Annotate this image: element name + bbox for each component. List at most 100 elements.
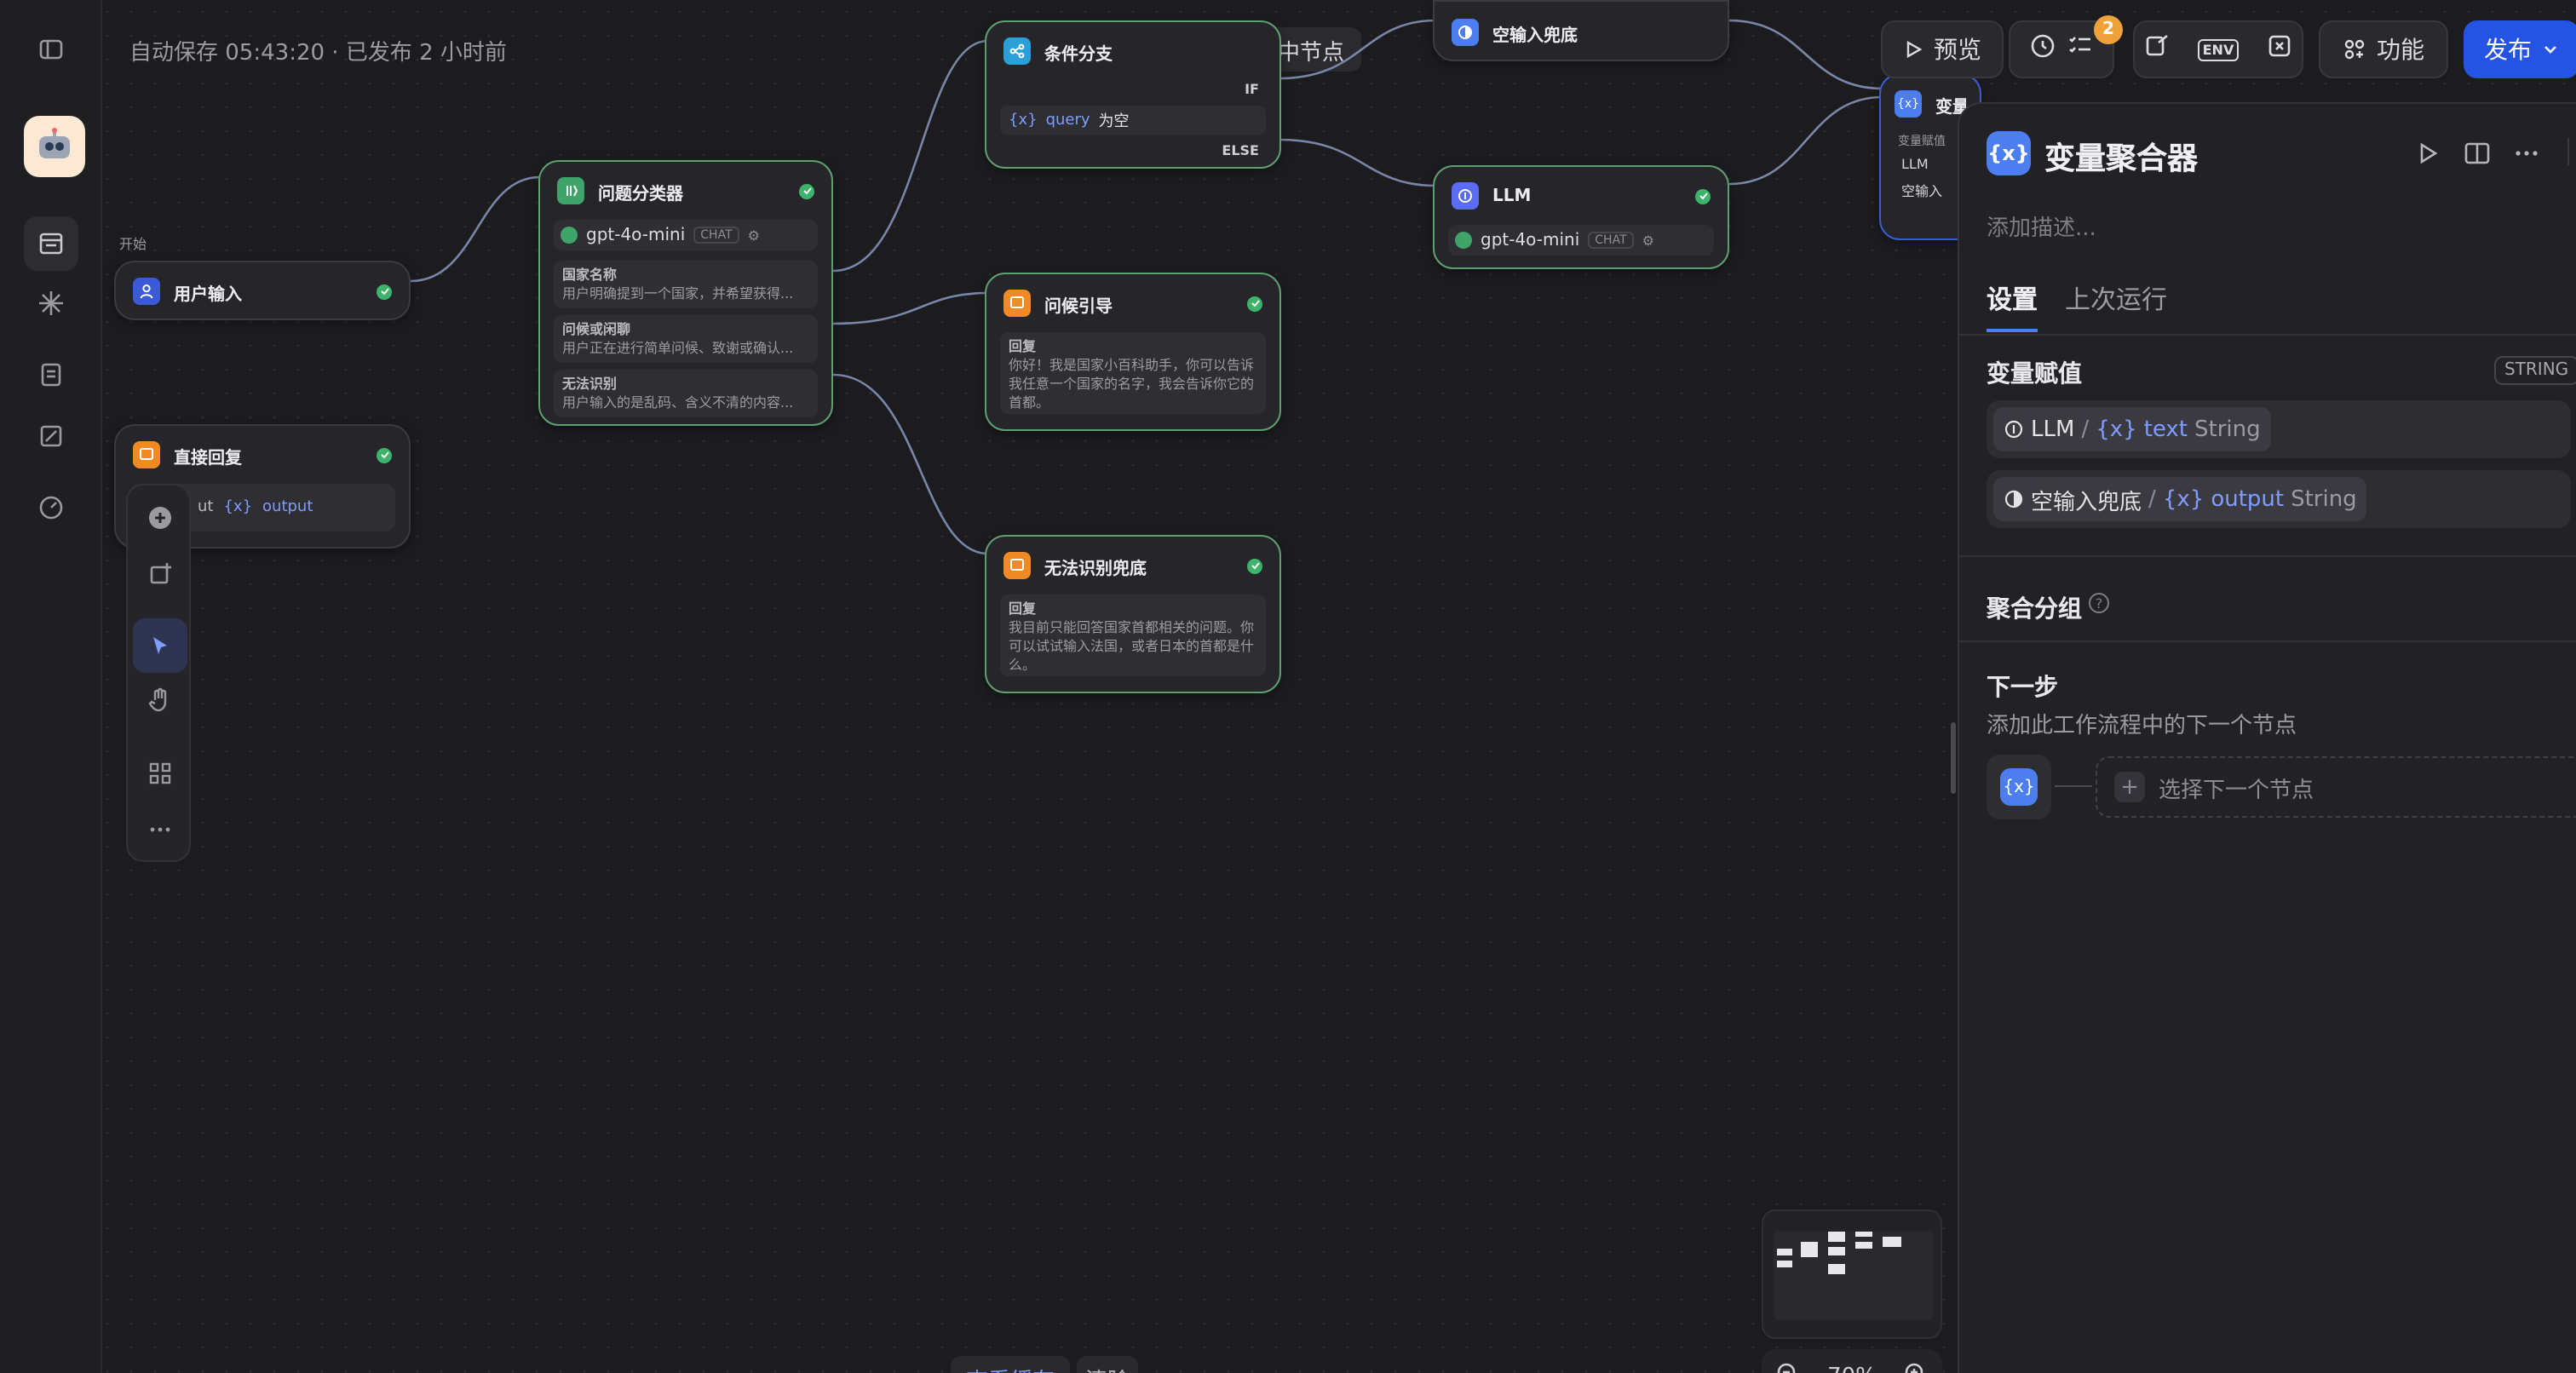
- node-title: 空输入兜底: [1492, 26, 1578, 45]
- edge-llm-aggregator: [1728, 95, 1883, 186]
- minimap[interactable]: [1762, 1209, 1942, 1339]
- model-selector[interactable]: gpt-4o-mini CHAT ⚙: [1448, 225, 1714, 256]
- view-cache-button[interactable]: 查看缓存: [951, 1356, 1071, 1373]
- node-title: 条件分支: [1044, 45, 1113, 64]
- node-title: 问题分类器: [598, 185, 683, 204]
- reply-label: 回复: [1009, 601, 1036, 617]
- variable-chip[interactable]: 空输入兜底 / {x} output String: [1993, 477, 2367, 521]
- checklist-icon[interactable]: [2067, 32, 2094, 66]
- panel-resize-handle[interactable]: [1951, 722, 1956, 794]
- minimap-node: [1883, 1237, 1901, 1247]
- aggregator-icon: {x}: [2000, 768, 2038, 806]
- node-unknown-fallback[interactable]: 无法识别兜底 回复 我目前只能回答国家首都相关的问题。你可以试试输入法国，或者日…: [985, 535, 1281, 693]
- tab-last-run[interactable]: 上次运行: [2065, 284, 2168, 315]
- model-settings-icon: ⚙: [1642, 233, 1654, 248]
- node-question-classifier[interactable]: 问题分类器 gpt-4o-mini CHAT ⚙ 国家名称 用户明确提到一个国家…: [538, 160, 833, 426]
- minimap-viewport: [1774, 1232, 1934, 1320]
- variable-name: query: [1045, 112, 1090, 129]
- branch-icon: [1003, 37, 1031, 65]
- reply-text: 我目前只能回答国家首都相关的问题。你可以试试输入法国，或者日本的首都是什么。: [1009, 620, 1254, 673]
- output-type-badge[interactable]: STRING: [2494, 356, 2576, 385]
- publish-button[interactable]: 发布: [2464, 20, 2576, 78]
- next-step-desc: 添加此工作流程中的下一个节点: [1987, 714, 2297, 739]
- class-name: 国家名称: [562, 267, 617, 283]
- edge-classifier-greeting: [832, 291, 989, 325]
- features-button[interactable]: 功能: [2319, 20, 2448, 78]
- path-separator: /: [2148, 486, 2156, 512]
- edge-condition-fallback: [1279, 19, 1437, 80]
- else-label: ELSE: [1222, 143, 1259, 158]
- hand-icon[interactable]: [133, 673, 187, 727]
- api-icon[interactable]: [24, 276, 78, 330]
- classifier-icon: [557, 177, 584, 204]
- monitor-icon[interactable]: [24, 480, 78, 535]
- class-desc: 用户明确提到一个国家，并希望获得...: [562, 286, 794, 302]
- condition-operator: 为空: [1098, 114, 1130, 131]
- zoom-level[interactable]: 70%: [1827, 1364, 1877, 1373]
- edge-fallback-aggregator: [1728, 19, 1883, 90]
- clear-cache-button[interactable]: 清除: [1077, 1356, 1139, 1373]
- node-llm[interactable]: LLM gpt-4o-mini CHAT ⚙: [1433, 165, 1729, 269]
- autosave-status: 自动保存 05:43:20 · 已发布 2 小时前: [129, 41, 507, 66]
- zoom-out-icon[interactable]: [1775, 1360, 1801, 1373]
- minimap-node: [1828, 1247, 1845, 1255]
- variables-icon[interactable]: [2266, 32, 2293, 66]
- pointer-icon[interactable]: [133, 618, 187, 673]
- model-settings-icon: ⚙: [747, 227, 760, 243]
- connector-line: [2055, 785, 2092, 787]
- variable-row[interactable]: LLM / {x} text String: [1987, 400, 2571, 458]
- logs-icon[interactable]: [24, 348, 78, 402]
- more-icon[interactable]: [133, 802, 187, 857]
- app-avatar[interactable]: [24, 116, 85, 177]
- preview-button[interactable]: 预览: [1881, 20, 2004, 78]
- add-note-icon[interactable]: [133, 547, 187, 601]
- minimap-node: [1777, 1249, 1792, 1255]
- more-options-icon[interactable]: [2513, 140, 2540, 172]
- panel-title[interactable]: 变量聚合器: [2044, 141, 2198, 177]
- node-title: 用户输入: [174, 285, 242, 304]
- reply-icon: [1003, 290, 1031, 317]
- header-divider: [2567, 138, 2569, 165]
- node-greeting[interactable]: 问候引导 回复 你好！我是国家小百科助手，你可以告诉我任意一个国家的名字，我会告…: [985, 273, 1281, 431]
- annotation-icon[interactable]: [24, 409, 78, 463]
- run-node-icon[interactable]: [2416, 140, 2440, 172]
- description-input[interactable]: 添加描述...: [1987, 216, 2096, 242]
- sidebar-toggle-icon[interactable]: [24, 22, 78, 77]
- openai-icon: [561, 227, 578, 244]
- variable-chip[interactable]: LLM / {x} text String: [1993, 407, 2271, 451]
- variable-row[interactable]: 空输入兜底 / {x} output String: [1987, 470, 2571, 528]
- active-tab-indicator: [1987, 329, 2038, 332]
- class-name: 无法识别: [562, 376, 617, 392]
- openai-icon: [1455, 232, 1472, 249]
- reply-text: 你好！我是国家小百科助手，你可以告诉我任意一个国家的名字，我会告诉你它的首都。: [1009, 358, 1254, 411]
- next-step-title: 下一步: [1987, 675, 2058, 702]
- success-check-icon: [1247, 296, 1262, 311]
- llm-icon: [2004, 420, 2023, 439]
- node-empty-fallback[interactable]: 空输入兜底: [1433, 0, 1729, 61]
- node-condition-branch[interactable]: 条件分支 IF {x} query 为空 ELSE: [985, 20, 1281, 169]
- orchestrate-icon[interactable]: [24, 216, 78, 271]
- help-icon[interactable]: ?: [2089, 593, 2109, 613]
- checklist-badge: 2: [2094, 15, 2123, 44]
- node-user-input[interactable]: 用户输入: [114, 261, 411, 320]
- success-check-icon: [377, 284, 392, 299]
- organize-icon[interactable]: [133, 746, 187, 801]
- aggregator-icon: {x}: [1895, 90, 1922, 118]
- variable-name: text: [2143, 416, 2188, 442]
- variable-name: output: [2211, 486, 2285, 512]
- split-view-icon[interactable]: [2464, 140, 2491, 172]
- current-node-tile: {x}: [1987, 755, 2051, 819]
- select-next-node[interactable]: + 选择下一个节点: [2096, 756, 2576, 818]
- import-dsl-icon[interactable]: [2143, 32, 2171, 66]
- zoom-in-icon[interactable]: [1903, 1360, 1929, 1373]
- tab-settings[interactable]: 设置: [1987, 284, 2038, 315]
- model-selector[interactable]: gpt-4o-mini CHAT ⚙: [554, 220, 818, 250]
- class-desc: 用户正在进行简单问候、致谢或确认...: [562, 341, 794, 356]
- canvas-toolbar: [126, 484, 191, 862]
- run-history-icon[interactable]: [2029, 32, 2056, 66]
- env-icon[interactable]: ENV: [2197, 38, 2240, 60]
- variable-icon: {x}: [2162, 486, 2205, 512]
- path-separator: /: [2081, 416, 2090, 442]
- variable-icon: {x}: [223, 499, 253, 516]
- add-node-icon[interactable]: [133, 491, 187, 545]
